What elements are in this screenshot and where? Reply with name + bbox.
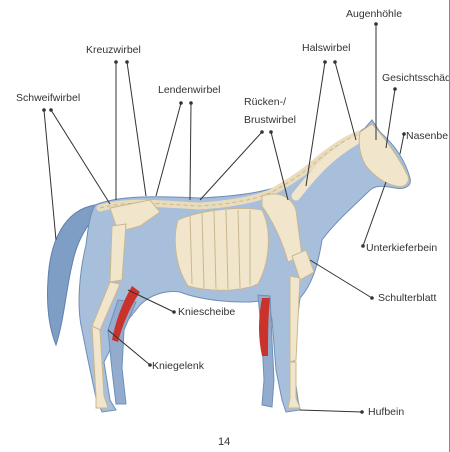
label-halswirbel: Halswirbel xyxy=(302,42,350,54)
label-schulterblatt: Schulterblatt xyxy=(378,292,436,304)
label-unterkieferbein: Unterkieferbein xyxy=(366,242,437,254)
label-augenhoehle: Augenhöhle xyxy=(346,8,402,20)
page-number: 14 xyxy=(218,436,230,448)
label-hufbein: Hufbein xyxy=(368,406,404,418)
forearm-bone xyxy=(290,276,300,362)
label-lendenwirbel: Lendenwirbel xyxy=(158,84,220,96)
label-ruecken-line2: Brustwirbel xyxy=(244,114,296,126)
label-schweifwirbel: Schweifwirbel xyxy=(16,92,80,104)
label-kniegelenk: Kniegelenk xyxy=(152,360,204,372)
ribcage xyxy=(175,208,268,290)
label-kreuzwirbel: Kreuzwirbel xyxy=(86,44,141,56)
label-gesichtsschaedel: Gesichtsschäd xyxy=(382,72,450,84)
label-nasenbein: Nasenbe xyxy=(406,130,448,142)
label-kniescheibe: Kniescheibe xyxy=(178,306,235,318)
label-ruecken-line1: Rücken-/ xyxy=(244,96,286,108)
